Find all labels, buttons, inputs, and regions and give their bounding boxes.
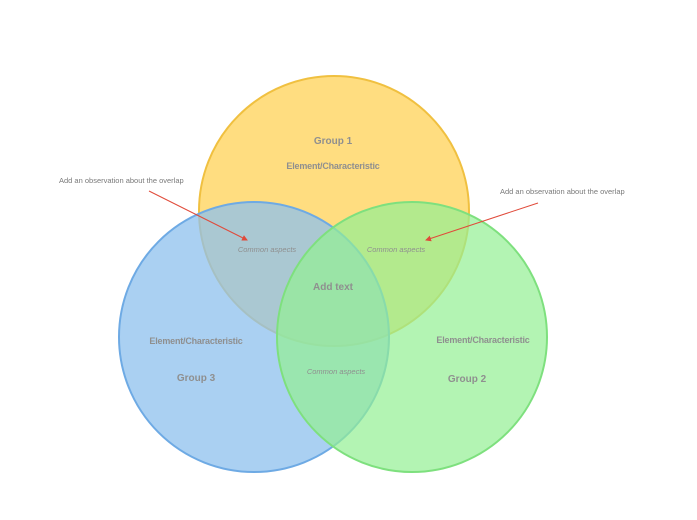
observation-right[interactable]: Add an observation about the overlap — [500, 187, 625, 196]
observation-arrow-right — [425, 202, 539, 242]
group-2-label[interactable]: Group 2 — [447, 374, 487, 385]
group-1-element[interactable]: Element/Characteristic — [286, 161, 380, 171]
observation-left[interactable]: Add an observation about the overlap — [59, 176, 184, 185]
observation-arrow-left — [148, 190, 248, 241]
circle-group-2[interactable] — [276, 201, 548, 473]
group-2-element[interactable]: Element/Characteristic — [436, 335, 530, 345]
center-overlap-text[interactable]: Add text — [313, 282, 353, 293]
overlap-1-2-text[interactable]: Common aspects — [366, 245, 426, 254]
group-3-label[interactable]: Group 3 — [176, 373, 216, 384]
overlap-1-3-text[interactable]: Common aspects — [237, 245, 297, 254]
overlap-2-3-text[interactable]: Common aspects — [306, 367, 366, 376]
group-3-element[interactable]: Element/Characteristic — [149, 336, 243, 346]
group-1-label[interactable]: Group 1 — [313, 136, 353, 147]
